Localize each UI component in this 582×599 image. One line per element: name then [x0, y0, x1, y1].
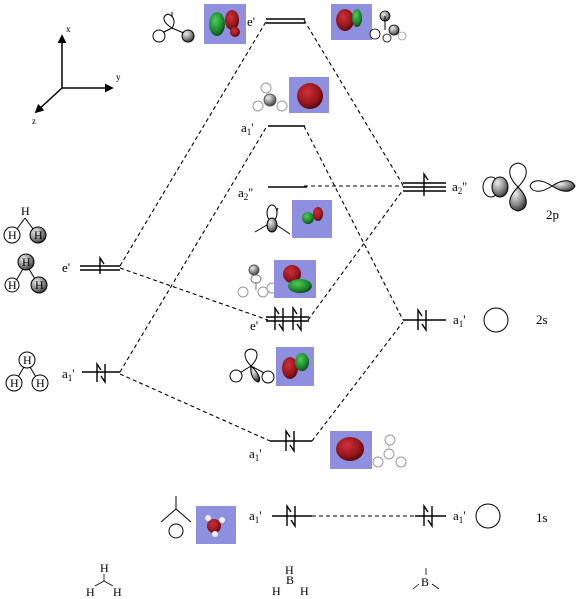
mo-e-prime-bonding-a-image	[237, 260, 316, 298]
label-1s: 1s	[536, 510, 548, 525]
correlation-lines	[119, 19, 415, 517]
mo-a1-prime-antibonding-image	[252, 77, 329, 113]
h3-fragment-e-prime-a-icon: H H H	[3, 204, 47, 244]
label-center-a1-prime: a1'	[241, 120, 254, 137]
svg-text:H: H	[10, 376, 19, 390]
boron-1s-orbital-icon	[475, 503, 501, 529]
svg-text:H: H	[100, 561, 109, 575]
mo-e-prime-bonding-b-image	[229, 347, 314, 386]
svg-text:H: H	[23, 353, 32, 367]
svg-text:H: H	[36, 376, 45, 390]
boron-structure: B	[412, 568, 440, 590]
svg-text:H: H	[272, 584, 281, 598]
h3-structure: H H H	[86, 561, 122, 599]
svg-text:B: B	[286, 573, 294, 587]
mo-1s-core-image	[160, 496, 236, 544]
y-axis-label: y	[116, 72, 121, 82]
level-labels: e' a1' e' a1' a2'' e' a1' a1' a2'' a1' a…	[62, 14, 559, 525]
label-right-a1-prime: a1'	[453, 312, 466, 329]
svg-text:H: H	[21, 204, 30, 218]
svg-text:H: H	[86, 585, 95, 599]
bh3-structure: H B H H	[272, 563, 309, 598]
label-right-a1-prime-1s: a1'	[453, 508, 466, 525]
boron-2p-orbitals-icon	[482, 162, 576, 212]
svg-text:H: H	[34, 228, 43, 242]
svg-text:H: H	[35, 278, 44, 292]
electron-arrows	[96, 171, 433, 529]
mo-a1-prime-bonding-image	[330, 431, 407, 469]
energy-levels	[80, 18, 446, 517]
svg-text:B: B	[421, 575, 429, 589]
svg-text:H: H	[300, 584, 309, 598]
h3-fragment-a1-prime-icon: H H H	[5, 351, 49, 392]
svg-text:H: H	[285, 563, 294, 577]
svg-text:H: H	[22, 255, 31, 269]
mo-e-prime-antibonding-b-image	[331, 4, 407, 43]
label-2p: 2p	[546, 207, 559, 222]
mo-a2-dprime-image	[254, 200, 332, 238]
x-axis-label: x	[66, 24, 71, 34]
label-center-e-prime-bonding: e'	[250, 318, 258, 333]
svg-text:H: H	[113, 585, 122, 599]
svg-text:H: H	[8, 278, 17, 292]
label-center-a2-dprime: a2''	[238, 185, 253, 202]
label-left-a1-prime: a1'	[62, 366, 75, 383]
h3-fragment-e-prime-b-icon: H H H	[4, 253, 48, 294]
z-axis-label: z	[32, 116, 36, 126]
label-center-e-prime-top: e'	[247, 14, 255, 29]
label-left-e-prime: e'	[62, 260, 70, 275]
axes: x y z	[32, 24, 121, 126]
label-center-a1-prime-1s: a1'	[249, 508, 262, 525]
boron-2s-orbital-icon	[483, 307, 509, 333]
label-right-a2-dprime: a2''	[452, 179, 467, 196]
mo-e-prime-antibonding-a-image	[152, 4, 246, 44]
svg-text:H: H	[8, 228, 17, 242]
label-2s: 2s	[536, 312, 548, 327]
label-center-a1-prime-bonding: a1'	[249, 446, 262, 463]
